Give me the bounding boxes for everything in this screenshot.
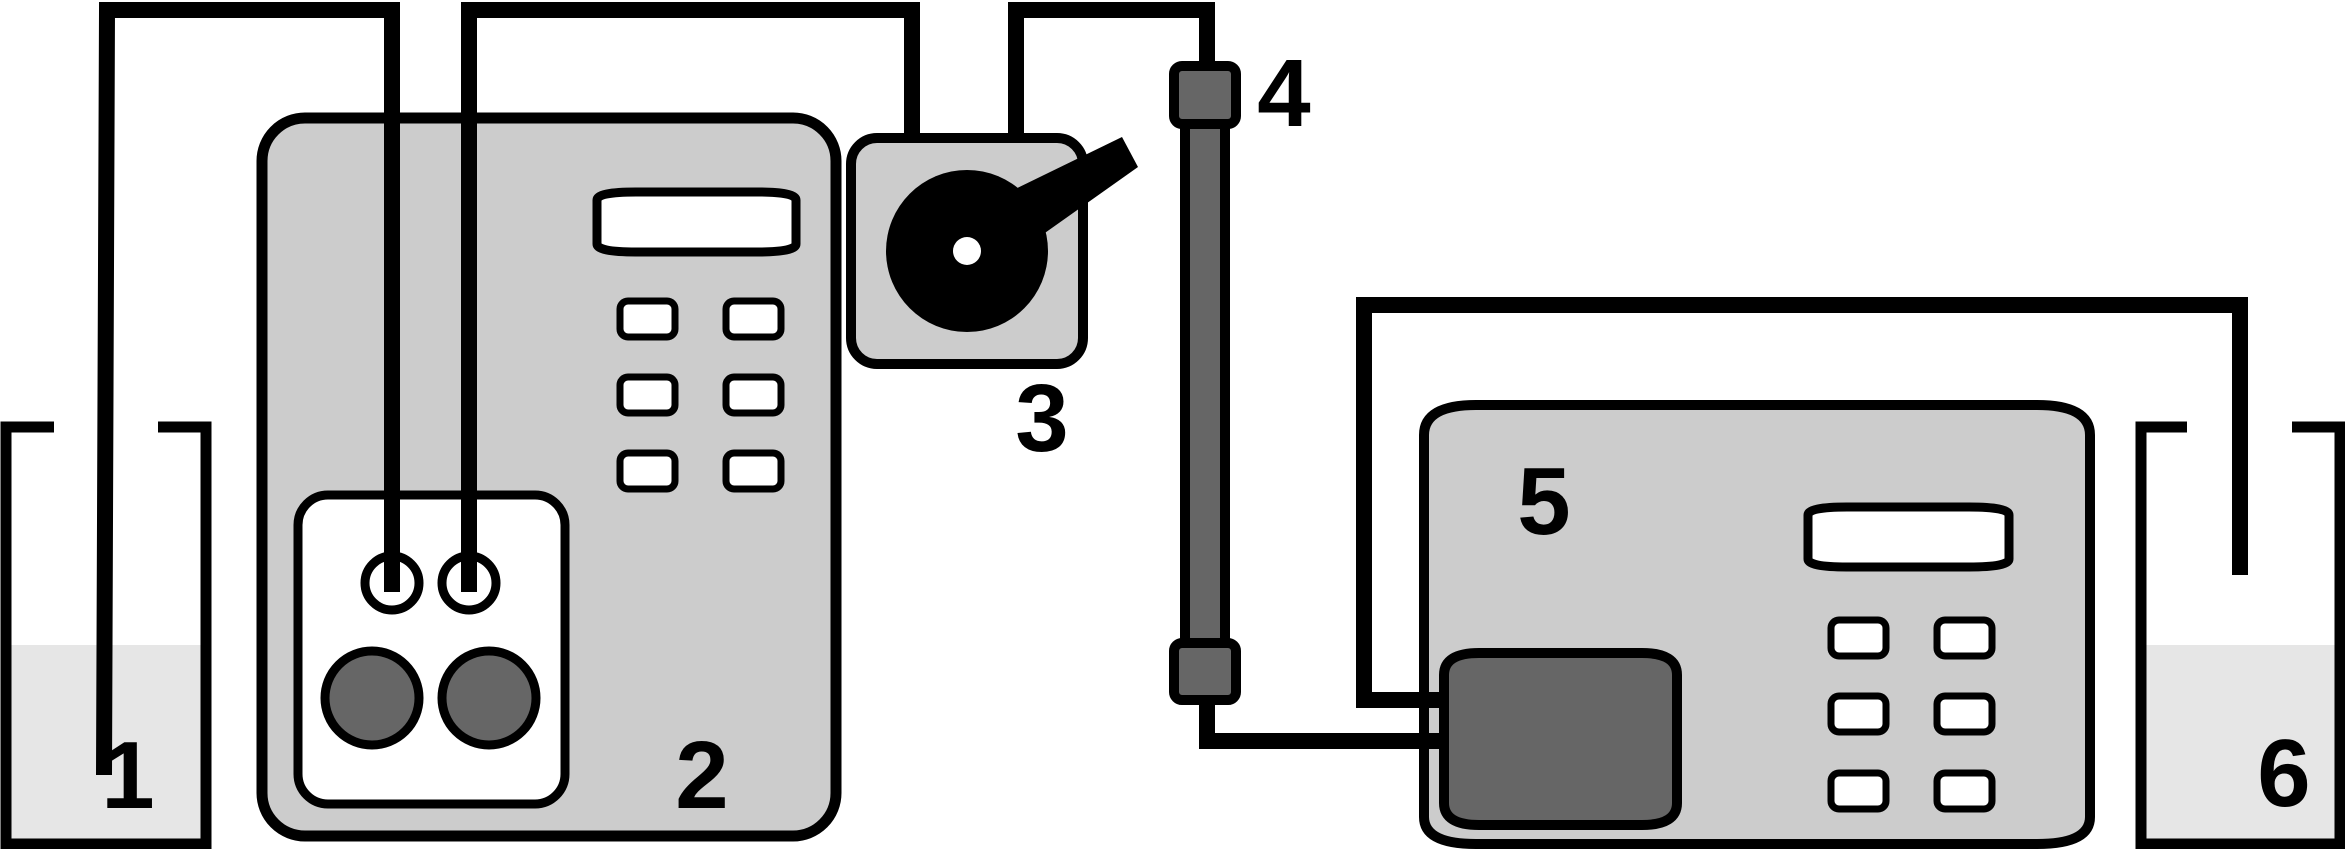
column [1169,61,1241,705]
detector-key[interactable] [1827,769,1890,813]
column-tube [1180,119,1230,650]
pump-head-panel [293,490,570,809]
detector-key[interactable] [1933,692,1996,736]
pump-key[interactable] [616,373,679,417]
pump-key[interactable] [722,297,785,341]
detector-key[interactable] [1827,692,1890,736]
pump-key[interactable] [722,449,785,493]
valve-center-hole [953,237,981,265]
tube-pump-to-valve [461,2,920,592]
pump-unit [256,112,842,842]
column-bottom-fitting [1169,638,1241,705]
vessel-right [2135,421,2345,849]
detector-display [1803,502,2014,572]
pump-key[interactable] [616,449,679,493]
pump-display [592,187,801,257]
label-pump-unit: 2 [675,722,728,829]
label-vessel-right: 6 [2257,720,2310,827]
label-valve: 3 [1015,365,1068,472]
pump-knob[interactable] [437,646,541,750]
detector-key[interactable] [1933,616,1996,660]
detector [1419,400,2095,849]
detector-key[interactable] [1933,769,1996,813]
vessel-left-wall [0,421,212,849]
label-vessel-left: 1 [101,722,154,829]
pump-knob[interactable] [320,646,424,750]
column-top-fitting [1169,61,1241,129]
label-column: 4 [1257,40,1310,147]
pump-keypad [616,297,785,493]
tube-valve-to-column [1008,2,1215,138]
tube-detector-to-waste [1356,297,2248,708]
detector-keypad [1827,616,1996,813]
injection-valve [846,133,1138,369]
tube-reservoir-to-pump [96,2,400,776]
detector-key[interactable] [1827,616,1890,660]
tubing [96,2,2248,776]
vessel-right-liquid [2141,645,2340,844]
vessel-right-wall [2135,421,2345,849]
valve-handle[interactable] [1009,137,1138,235]
detector-flow-cell [1439,648,1682,830]
tube-column-to-detector [1199,700,1444,749]
pump-key[interactable] [616,297,679,341]
pump-key[interactable] [722,373,785,417]
label-detector: 5 [1517,448,1570,555]
